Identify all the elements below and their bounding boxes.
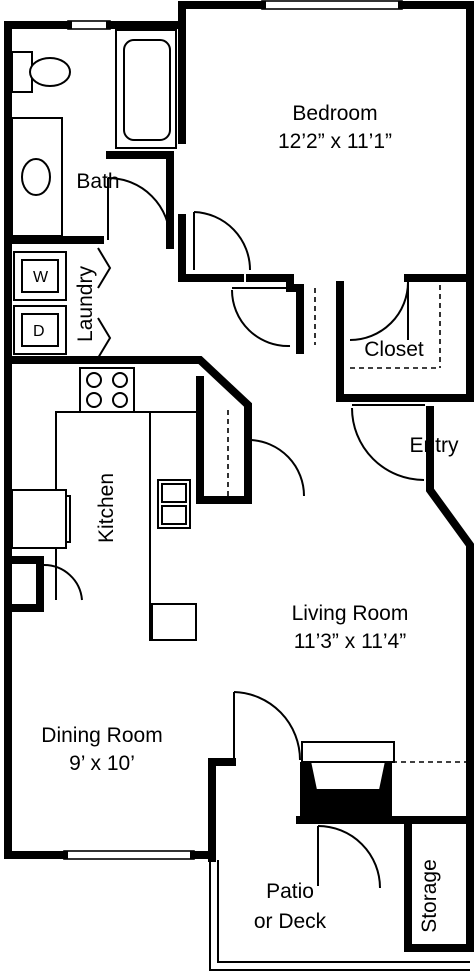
dining-window — [63, 850, 195, 860]
laundry-name: Laundry — [74, 266, 97, 342]
closet-name: Closet — [364, 338, 424, 361]
dining-room-dims: 9’ x 10’ — [69, 752, 135, 775]
sink — [21, 158, 51, 196]
closet-rods — [227, 285, 470, 763]
bedroom-window — [261, 0, 403, 10]
kitchen-sink — [157, 479, 191, 529]
entry-name: Entry — [409, 434, 459, 457]
living-room-dims: 11’3” x 11’4” — [294, 630, 406, 653]
laundry-area: W D — [13, 247, 112, 359]
bath-window — [67, 20, 111, 30]
toilet-bowl — [29, 57, 71, 87]
patio-line2: or Deck — [254, 910, 327, 933]
patio-line1: Patio — [266, 880, 314, 903]
washer-label: W — [33, 269, 49, 286]
labels: Bedroom 12’2” x 11’1” Bath Laundry Close… — [41, 102, 459, 933]
patio-railing — [209, 860, 470, 971]
bedroom-name: Bedroom — [292, 102, 377, 125]
walls — [4, 1, 474, 952]
bath-name: Bath — [76, 170, 119, 193]
kitchen-name: Kitchen — [95, 473, 118, 543]
kitchen-fixtures — [11, 367, 197, 641]
dining-room-name: Dining Room — [41, 724, 162, 747]
bedroom-dims: 12’2” x 11’1” — [278, 130, 392, 153]
dryer-label: D — [33, 323, 45, 340]
bath-fixtures — [11, 29, 177, 237]
doors — [43, 177, 425, 889]
living-room-name: Living Room — [292, 602, 409, 625]
refrigerator — [11, 489, 67, 549]
fireplace — [301, 741, 395, 791]
storage-name: Storage — [418, 859, 441, 933]
